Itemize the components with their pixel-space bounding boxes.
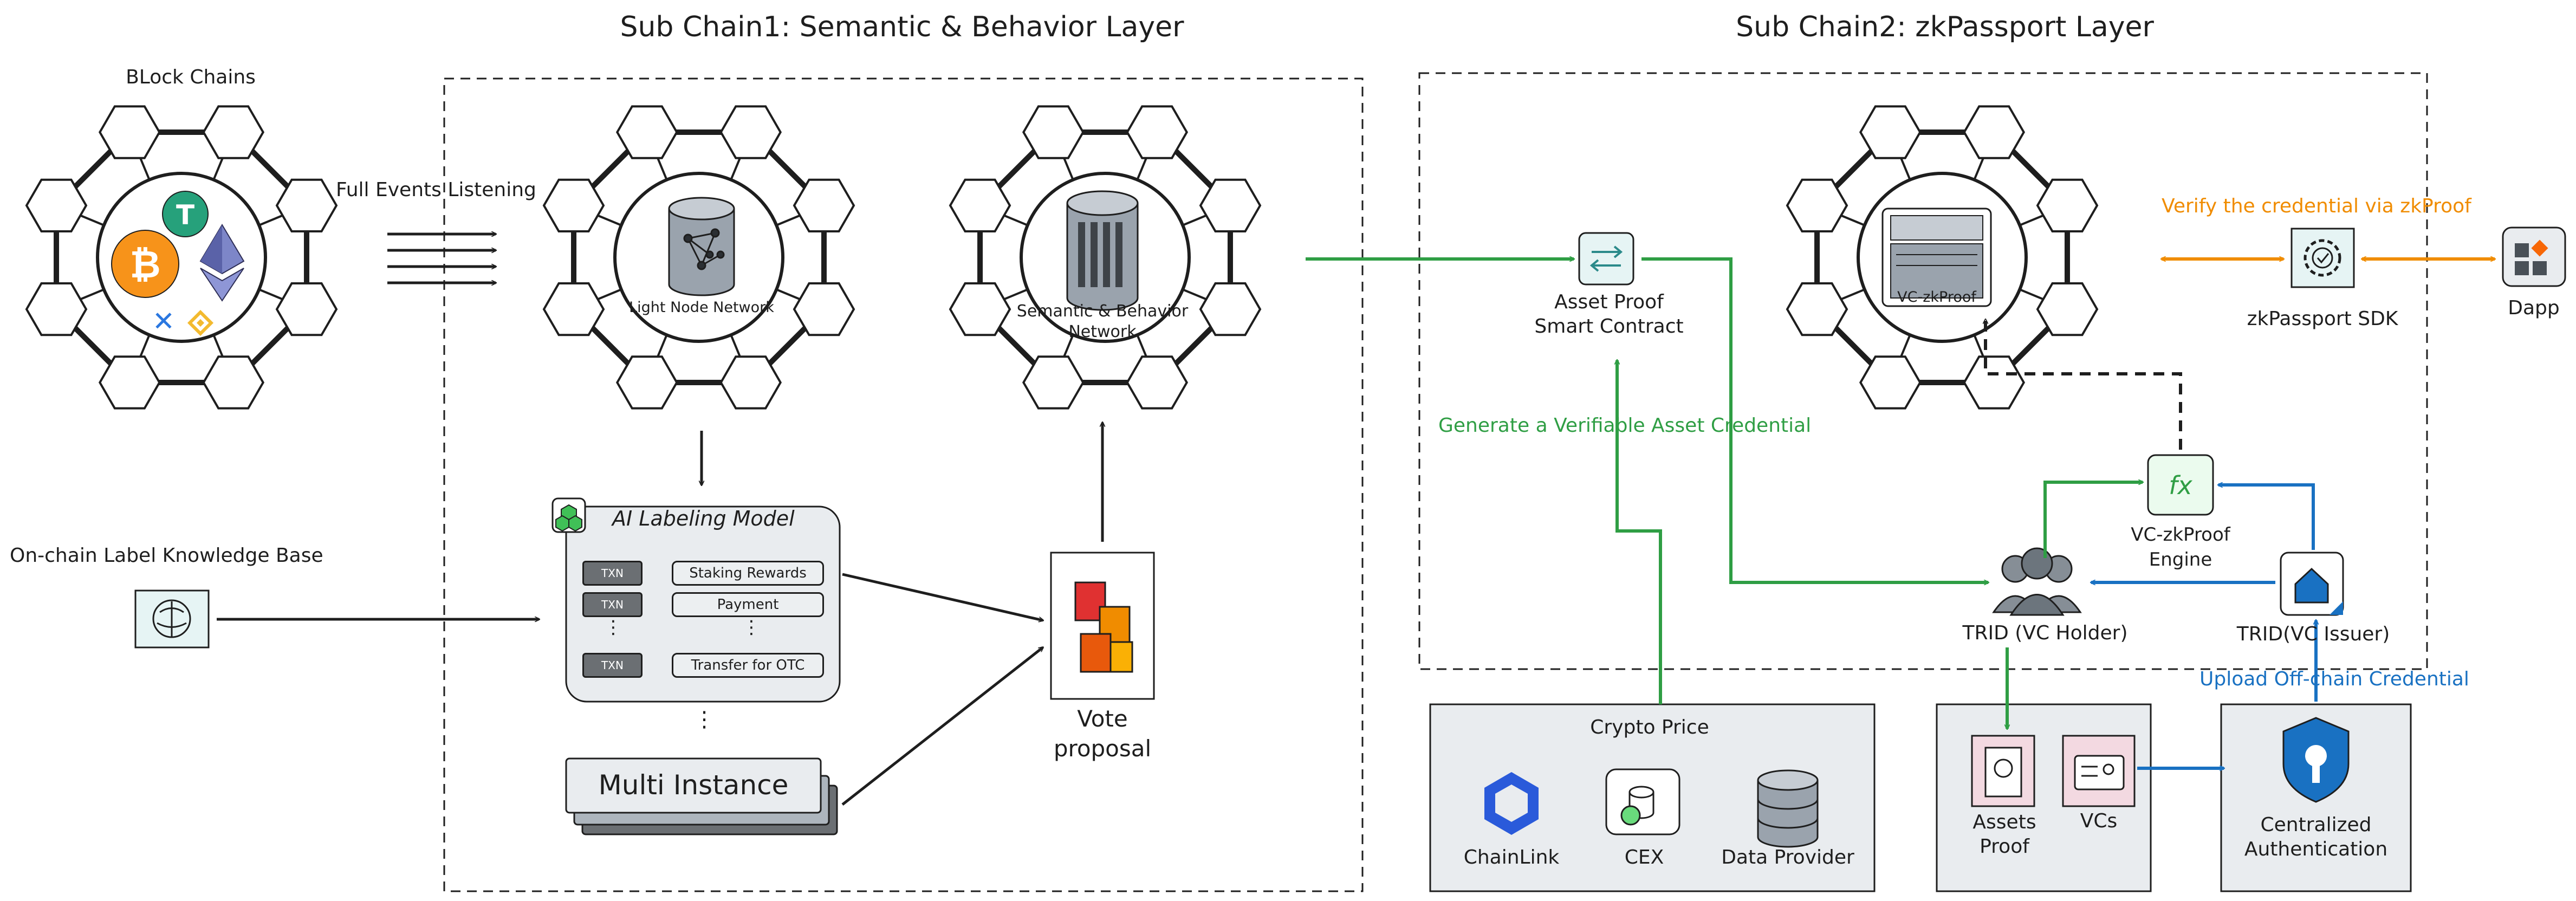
svg-text:₿: ₿ — [129, 242, 160, 287]
ai-model-title: AI Labeling Model — [612, 507, 795, 530]
full-events-label: Full Events Listening — [336, 179, 536, 201]
vc-zkproof-label: VC-zkProof — [1897, 289, 1976, 306]
asset-proof-contract-label: Asset Proof Smart Contract — [1534, 291, 1684, 338]
issuer-house-icon — [2280, 552, 2344, 616]
trid-issuer-label: TRID(VC Issuer) — [2236, 623, 2390, 645]
crypto-price-label: Crypto Price — [1590, 716, 1709, 738]
dapp-label: Dapp — [2508, 297, 2560, 319]
semantic-database-icon — [1066, 190, 1139, 311]
data-provider-label: Data Provider — [1721, 846, 1854, 868]
semantic-network-label: Semantic & Behavior Network — [1016, 302, 1189, 341]
multi-instance-box — [565, 757, 822, 814]
dapp-icon — [2502, 226, 2566, 287]
ellipsis: ⋮ — [693, 707, 715, 732]
block-chains-label: BLock Chains — [126, 66, 256, 88]
ellipsis: ⋮ — [604, 617, 622, 638]
vcs-label: VCs — [2080, 810, 2118, 832]
txn-tag: TXN — [582, 592, 643, 617]
fx-symbol: fx — [2169, 471, 2192, 500]
trid-holder-label: TRID (VC Holder) — [1962, 622, 2128, 644]
id-card-icon — [2062, 735, 2136, 807]
ballot-icon — [1074, 581, 1133, 673]
assets-proof-label: Assets Proof — [1972, 811, 2036, 858]
multi-instance-label: Multi Instance — [598, 769, 789, 801]
label-row: Transfer for OTC — [672, 653, 824, 678]
contract-transfer-icon — [1578, 232, 1634, 286]
safe-icon — [1971, 735, 2035, 807]
cex-label: CEX — [1624, 846, 1664, 868]
generate-credential-label: Generate a Verifiable Asset Credential — [1438, 414, 1812, 437]
engine-label: VC-zkProof Engine — [2131, 524, 2230, 571]
data-provider-icon — [1757, 769, 1819, 848]
blockchain-network-icon — [25, 105, 338, 410]
gear-shield-icon — [2291, 228, 2355, 288]
label-row: Payment — [672, 592, 824, 617]
ai-model-icon — [551, 497, 586, 533]
database-icon — [668, 197, 735, 296]
sub-chain1-title: Sub Chain1: Semantic & Behavior Layer — [620, 11, 1184, 43]
txn-tag: TXN — [582, 561, 643, 586]
sub-chain2-title: Sub Chain2: zkPassport Layer — [1736, 11, 2154, 43]
vote-proposal-label: Vote proposal — [1053, 705, 1152, 762]
txn-tag: TXN — [582, 653, 643, 678]
cex-icon — [1605, 768, 1680, 835]
fx-engine-box — [2147, 454, 2214, 516]
verify-credential-label: Verify the credential via zkProof — [2162, 195, 2471, 217]
crypto-coins-icon: ₿ T ✕ — [111, 191, 245, 337]
ellipsis: ⋮ — [742, 617, 761, 638]
upload-credential-label: Upload Off-chain Credential — [2199, 668, 2469, 690]
svg-text:T: T — [176, 199, 194, 231]
label-row: Staking Rewards — [672, 561, 824, 586]
people-group-icon — [1992, 547, 2082, 616]
chainlink-label: ChainLink — [1463, 846, 1560, 868]
central-auth-label: Centralized Authentication — [2244, 814, 2388, 860]
knowledge-base-label: On-chain Label Knowledge Base — [10, 545, 323, 567]
svg-text:✕: ✕ — [152, 306, 175, 337]
sub-chain2-frame — [1418, 72, 2428, 670]
chainlink-icon — [1484, 772, 1539, 835]
light-node-label: Light Node Network — [629, 299, 774, 316]
archive-box-icon — [1881, 208, 1992, 307]
brain-chip-icon — [134, 589, 210, 649]
sub-chain1-frame — [443, 77, 1364, 892]
zkpassport-sdk-label: zkPassport SDK — [2247, 308, 2398, 330]
shield-auth-icon — [2282, 717, 2350, 803]
